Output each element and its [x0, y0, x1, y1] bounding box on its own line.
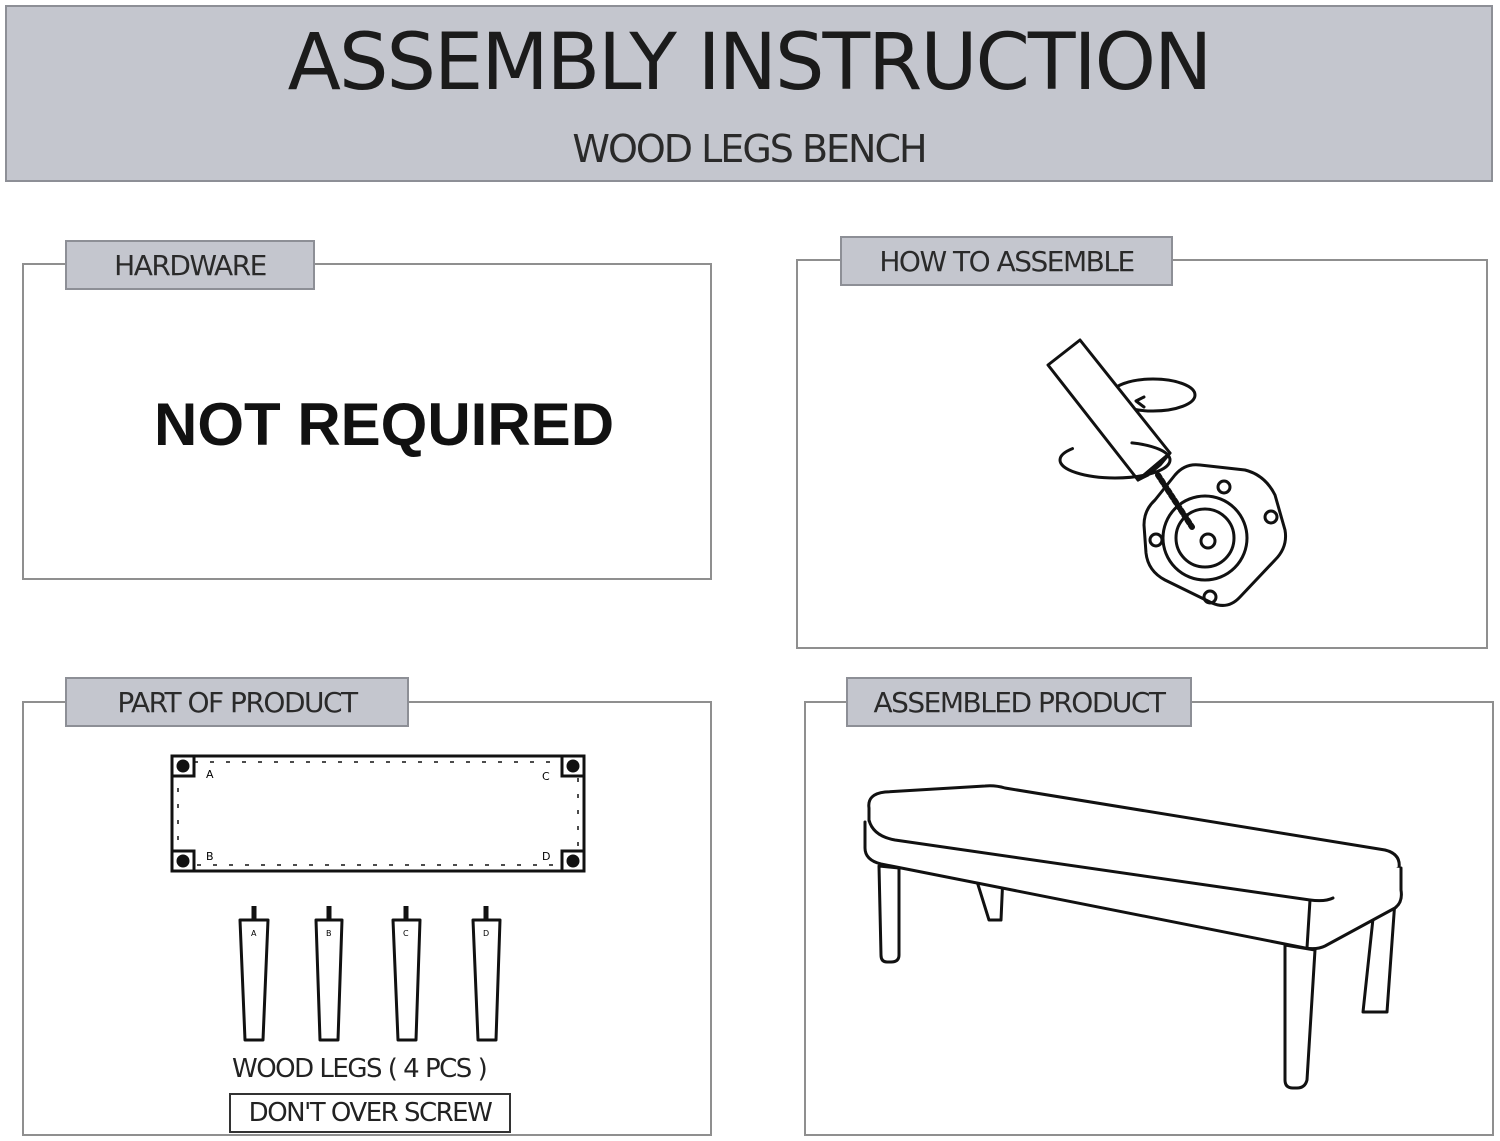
- how-to-assemble-tab: HOW TO ASSEMBLE: [840, 236, 1173, 286]
- hardware-body-text: NOT REQUIRED: [154, 391, 615, 458]
- hardware-tab-label: HARDWARE: [114, 249, 267, 282]
- dont-over-screw-warning: DON'T OVER SCREW: [229, 1093, 511, 1133]
- wood-legs-caption: WOOD LEGS ( 4 PCS ): [232, 1054, 488, 1084]
- seat-corner-label-d: D: [542, 850, 550, 863]
- hardware-panel: [22, 263, 712, 580]
- leg-label-d: D: [483, 929, 489, 938]
- seat-corner-label-a: A: [206, 768, 214, 781]
- assembled-product-tab: ASSEMBLED PRODUCT: [846, 677, 1192, 727]
- seat-corner-label-b: B: [206, 850, 214, 863]
- page-title: ASSEMBLY INSTRUCTION: [287, 18, 1213, 108]
- leg-label-c: C: [403, 929, 409, 938]
- part-of-product-tab: PART OF PRODUCT: [65, 677, 409, 727]
- wood-legs-icon: A B C D: [238, 906, 502, 1042]
- header-banner: ASSEMBLY INSTRUCTION WOOD LEGS BENCH: [5, 5, 1493, 182]
- assembled-bench-icon: [863, 784, 1403, 1090]
- assembled-product-tab-label: ASSEMBLED PRODUCT: [873, 686, 1166, 719]
- how-to-assemble-tab-label: HOW TO ASSEMBLE: [879, 245, 1135, 278]
- leg-label-a: A: [251, 929, 257, 938]
- part-of-product-panel: [22, 701, 712, 1136]
- seat-board-icon: A C B D: [170, 754, 586, 873]
- leg-label-b: B: [326, 929, 332, 938]
- seat-corner-label-c: C: [542, 770, 550, 783]
- page-subtitle: WOOD LEGS BENCH: [572, 127, 927, 171]
- part-of-product-tab-label: PART OF PRODUCT: [117, 686, 358, 719]
- leg-screw-into-mounting-plate-icon: [1046, 338, 1287, 607]
- hardware-tab: HARDWARE: [65, 240, 315, 290]
